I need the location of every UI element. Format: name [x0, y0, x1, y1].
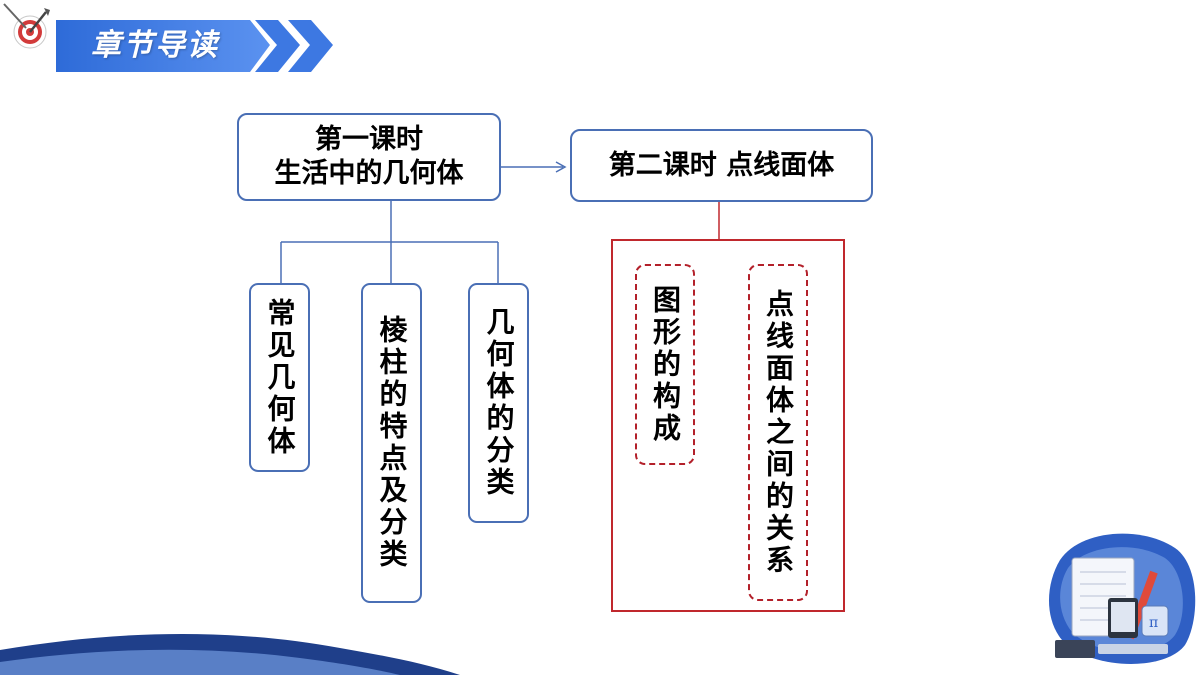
point-line-surface-relation-box: 点线面体之间的关系 [748, 264, 808, 601]
pi-cup-icon: π [1141, 605, 1169, 637]
topic-box-prism-features: 棱柱的特点及分类 [361, 283, 422, 603]
topic-box-common-solids: 常见几何体 [249, 283, 310, 472]
calculator-icon [1055, 640, 1168, 658]
lesson2-box: 第二课时 点线面体 [570, 129, 873, 202]
section-title: 章节导读 [91, 28, 219, 63]
topic-box-solid-classification: 几何体的分类 [468, 283, 529, 523]
lesson1-title-line2: 生活中的几何体 [274, 158, 464, 189]
point-line-surface-relation-label: 点线面体之间的关系 [762, 288, 795, 577]
svg-text:π: π [1149, 615, 1158, 631]
topic-label: 棱柱的特点及分类 [375, 315, 409, 571]
target-icon [3, 3, 50, 49]
shape-composition-label: 图形的构成 [649, 284, 682, 445]
lesson1-box: 第一课时 生活中的几何体 [237, 113, 501, 201]
topic-label: 几何体的分类 [482, 307, 516, 499]
tablet-icon [1108, 598, 1138, 638]
section-banner [3, 3, 333, 72]
topic-label: 常见几何体 [263, 297, 297, 458]
lesson1-title-line1: 第一课时 [315, 124, 423, 155]
lesson2-title: 第二课时 点线面体 [608, 149, 835, 181]
shape-composition-box: 图形的构成 [635, 264, 695, 465]
